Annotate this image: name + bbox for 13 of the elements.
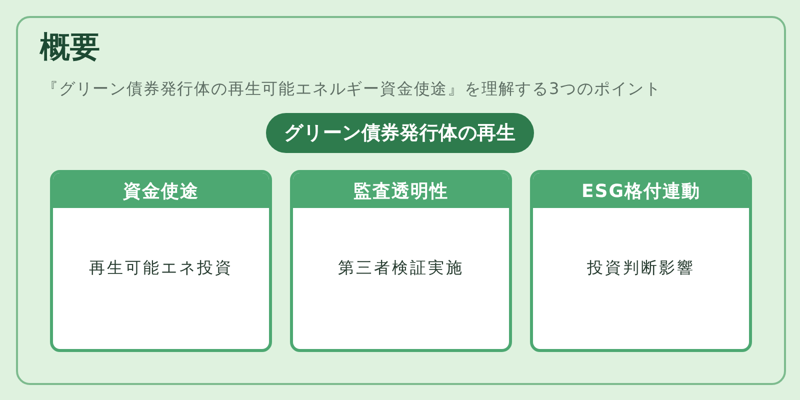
- card: [290, 170, 512, 352]
- card: [530, 170, 752, 352]
- card-header: 資金使途: [53, 173, 269, 208]
- card-text: 再生可能エネ投資: [89, 258, 233, 277]
- card-header: ESG格付連動: [533, 173, 749, 208]
- pill: グリーン債券発行体の再生: [266, 113, 534, 153]
- subtitle: 『グリーン債券発行体の再生可能エネルギー資金使途』を理解する3つのポイント: [42, 78, 662, 100]
- card-header: 監査透明性: [293, 173, 509, 208]
- card-text: 投資判断影響: [587, 258, 695, 277]
- panel: [16, 16, 786, 385]
- card: [50, 170, 272, 352]
- panel-title: 概要: [40, 29, 100, 67]
- card-text: 第三者検証実施: [338, 258, 464, 277]
